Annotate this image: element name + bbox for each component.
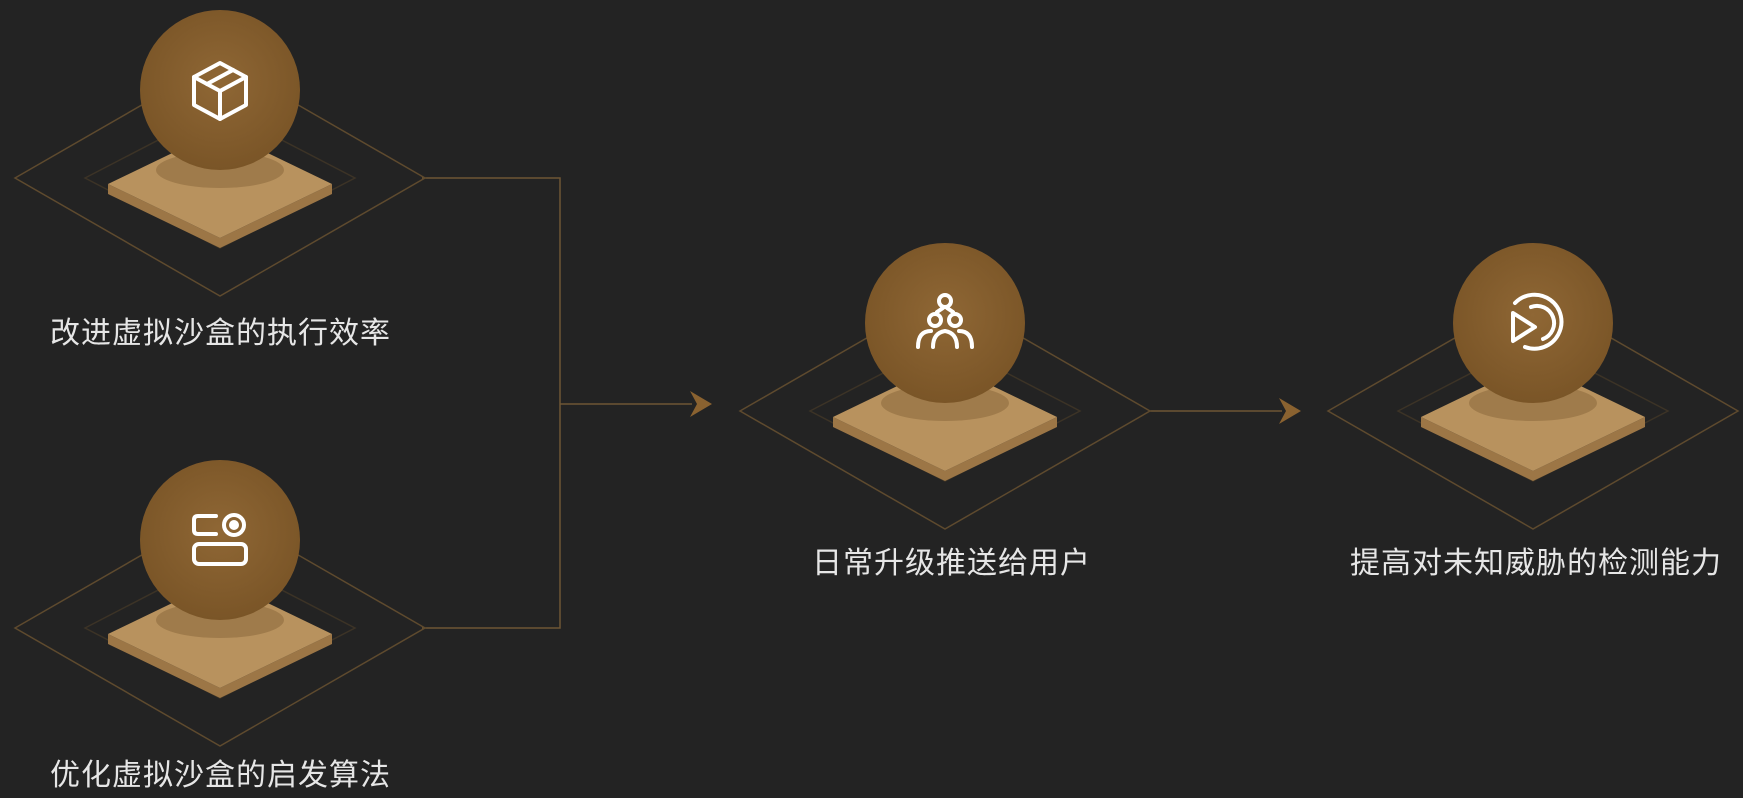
connector-b-merge bbox=[422, 404, 561, 629]
connector-a-merge bbox=[422, 177, 561, 404]
label-daily-update: 日常升级推送给用户 bbox=[812, 546, 1091, 581]
label-detection: 提高对未知威胁的检测能力 bbox=[1350, 546, 1722, 581]
connector-lines bbox=[422, 177, 1282, 629]
node-detection bbox=[1326, 243, 1740, 530]
node-sandbox-heuristics bbox=[13, 460, 427, 747]
box-icon bbox=[192, 61, 248, 121]
node-circle bbox=[140, 460, 300, 620]
users-icon bbox=[916, 293, 974, 349]
node-circle bbox=[865, 243, 1025, 403]
toggle-icon bbox=[192, 513, 248, 566]
label-sandbox-heuristics: 优化虚拟沙盒的启发算法 bbox=[50, 758, 391, 793]
label-sandbox-efficiency: 改进虚拟沙盒的执行效率 bbox=[50, 316, 391, 351]
arrow-icon-to-d bbox=[1279, 398, 1301, 424]
node-circle bbox=[1453, 243, 1613, 403]
node-daily-update bbox=[738, 243, 1152, 530]
radar-icon bbox=[1511, 292, 1564, 351]
arrow-icon-to-c bbox=[690, 391, 712, 417]
node-sandbox-efficiency bbox=[13, 10, 427, 297]
